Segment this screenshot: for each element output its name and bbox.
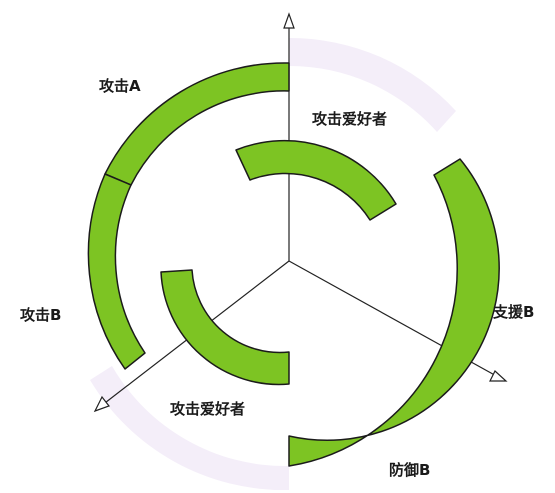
label-defense-b: 防御B	[389, 461, 430, 479]
label-attack-b: 攻击B	[20, 306, 61, 324]
arrowhead-up	[283, 12, 295, 29]
label-attack-fan-top: 攻击爱好者	[312, 110, 387, 128]
outer-ring	[87, 62, 500, 467]
label-attack-a: 攻击A	[99, 77, 141, 95]
arc-attack-fan-bottom	[160, 269, 290, 386]
arc-attack-fan-top	[235, 139, 397, 221]
label-support-b: 支援B	[492, 303, 534, 321]
arrowhead-lower-left	[93, 395, 110, 413]
arc-support-defense	[288, 158, 500, 467]
inner-ring	[160, 139, 397, 386]
arrowhead-lower-right	[489, 370, 508, 382]
arc-attack-b	[87, 173, 146, 370]
halo-top-right	[289, 37, 456, 132]
label-attack-fan-bottom: 攻击爱好者	[170, 400, 245, 418]
halo-bottom-left	[90, 366, 289, 491]
